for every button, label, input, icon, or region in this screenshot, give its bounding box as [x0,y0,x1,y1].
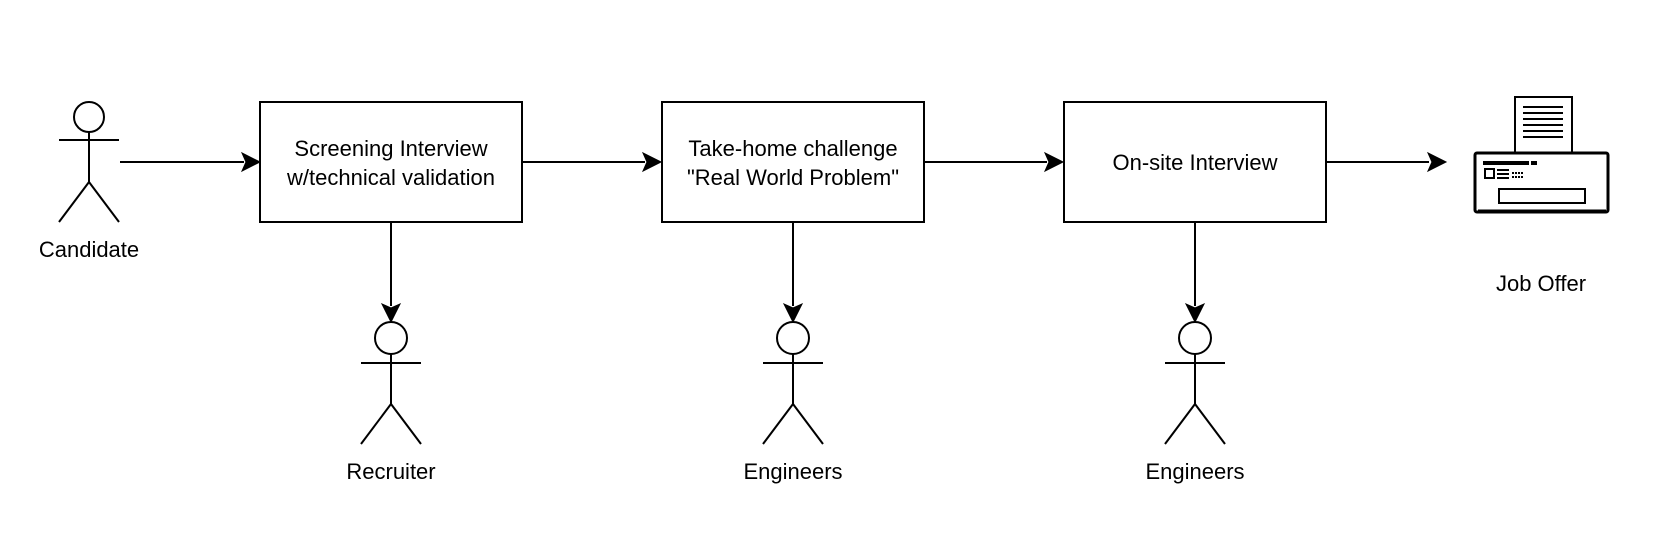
job-offer: Job Offer [1473,96,1610,296]
engineers-actor-onsite: Engineers [1145,321,1245,484]
recruiter-actor: Recruiter [346,321,436,484]
recruiter-label: Recruiter [346,459,435,484]
connector-onsite-to-job-offer [1326,151,1448,173]
connector-screening-to-recruiter [380,222,402,324]
engineers-actor-takehome: Engineers [743,321,843,484]
job-offer-fax-icon [1473,96,1610,214]
step-takehome-line1: Take-home challenge [688,136,897,161]
step-screening-line2: w/technical validation [286,165,495,190]
step-screening-line1: Screening Interview [294,136,487,161]
engineers-actor-icon [1164,321,1226,445]
engineers-label-onsite: Engineers [1145,459,1244,484]
step-onsite-line1: On-site Interview [1112,150,1277,175]
candidate-actor-icon [58,101,120,223]
connector-takehome-to-onsite [924,151,1065,173]
step-takehome: Take-home challenge "Real World Problem" [661,101,925,223]
connector-screening-to-takehome [522,151,663,173]
step-screening-box [259,101,523,223]
engineers-label-takehome: Engineers [743,459,842,484]
connector-candidate-to-screening [120,151,262,173]
candidate-label: Candidate [39,237,139,262]
connector-takehome-to-engineers [782,222,804,324]
engineers-actor-icon [762,321,824,445]
recruiter-actor-icon [360,321,422,445]
step-onsite: On-site Interview [1063,101,1327,223]
candidate-actor: Candidate [39,101,139,262]
connector-onsite-to-engineers [1184,222,1206,324]
step-screening: Screening Interview w/technical validati… [259,101,523,223]
step-takehome-line2: "Real World Problem" [687,165,899,190]
step-takehome-box [661,101,925,223]
job-offer-label: Job Offer [1496,271,1586,296]
